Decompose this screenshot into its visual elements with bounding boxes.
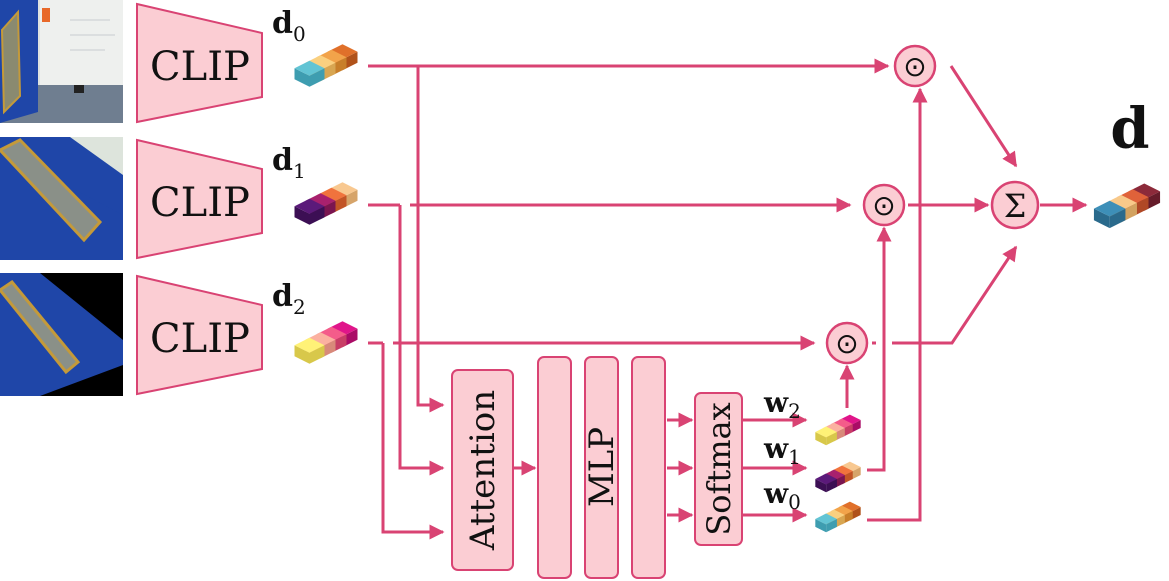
multiply-node-0: ⊙ xyxy=(893,44,937,88)
multiply-symbol-1: ⊙ xyxy=(872,190,895,221)
door-view-1-photo xyxy=(0,0,123,123)
weight-label-1: w1 xyxy=(763,432,801,469)
embedding-block-2 xyxy=(294,321,358,364)
clip-label-2: CLIP xyxy=(150,316,250,362)
clip-label-0: CLIP xyxy=(150,44,250,90)
clip-encoder-0: CLIP xyxy=(136,2,263,124)
output-block xyxy=(1093,183,1161,229)
multiply-symbol-2: ⊙ xyxy=(835,328,858,359)
embedding-label-0: d0 xyxy=(272,6,306,46)
clip-label-1: CLIP xyxy=(150,180,250,226)
mlp-label: MLP xyxy=(582,427,622,507)
attention-block: Attention xyxy=(451,369,514,571)
weight-block-0 xyxy=(815,501,861,533)
weight-label-2: w2 xyxy=(763,386,801,423)
door-view-2-photo xyxy=(0,137,123,260)
softmax-label: Softmax xyxy=(700,402,738,535)
sum-node: Σ xyxy=(990,180,1040,230)
embedding-label-2: d2 xyxy=(272,279,306,319)
weight-block-1 xyxy=(815,461,861,493)
sum-symbol: Σ xyxy=(1004,187,1027,225)
output-label: d xyxy=(1110,96,1149,162)
clip-encoder-2: CLIP xyxy=(136,274,263,396)
embedding-label-1: d1 xyxy=(272,143,306,183)
multiply-symbol-0: ⊙ xyxy=(903,51,926,82)
door-view-3-photo xyxy=(0,273,123,396)
softmax-block: Softmax xyxy=(694,392,743,546)
embedding-block-1 xyxy=(294,182,358,225)
mlp-block: MLP xyxy=(537,356,666,579)
multiply-node-1: ⊙ xyxy=(862,183,906,227)
embedding-block-0 xyxy=(294,44,358,87)
multiply-node-2: ⊙ xyxy=(825,321,869,365)
connections xyxy=(368,58,1088,540)
weight-block-2 xyxy=(815,414,861,446)
clip-encoder-1: CLIP xyxy=(136,138,263,260)
weight-label-0: w0 xyxy=(763,477,801,514)
attention-label: Attention xyxy=(463,390,503,551)
